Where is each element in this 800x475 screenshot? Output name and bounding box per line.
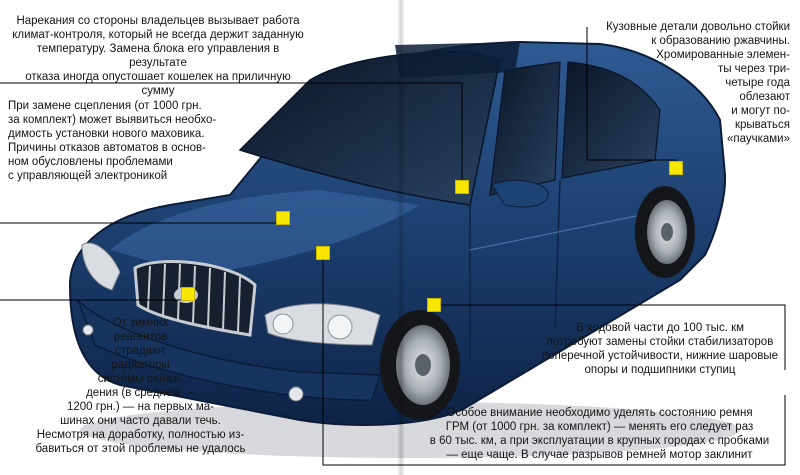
left-headlight (81, 242, 121, 291)
marker-clutch (276, 211, 290, 225)
note-body-rust: Кузовные детали довольно стойки к образо… (606, 21, 790, 145)
front-wheel (380, 310, 460, 420)
marker-body (669, 161, 683, 175)
note-climate-control: Нарекания со стороны владельцев вызывает… (12, 15, 304, 97)
note-suspension: В ходовой части до 100 тыс. км потребуют… (542, 322, 778, 376)
ground-shadow (80, 402, 740, 458)
note-radiator: От зимних реагентов страдают радиаторы с… (35, 317, 246, 455)
marker-timing-belt (316, 246, 330, 260)
marker-suspension (427, 298, 441, 312)
note-timing-belt: Особое внимание необходимо уделять состо… (429, 407, 770, 461)
rear-wheel (635, 186, 695, 278)
fog-light (288, 386, 304, 402)
front-side-window (489, 61, 561, 196)
note-clutch: При замене сцепления (от 1000 грн. за ко… (8, 100, 217, 182)
side-mirror (491, 179, 549, 208)
marker-climate (455, 180, 469, 194)
marker-radiator (181, 287, 195, 301)
page-spine (398, 0, 404, 475)
front-bumper (77, 299, 382, 401)
